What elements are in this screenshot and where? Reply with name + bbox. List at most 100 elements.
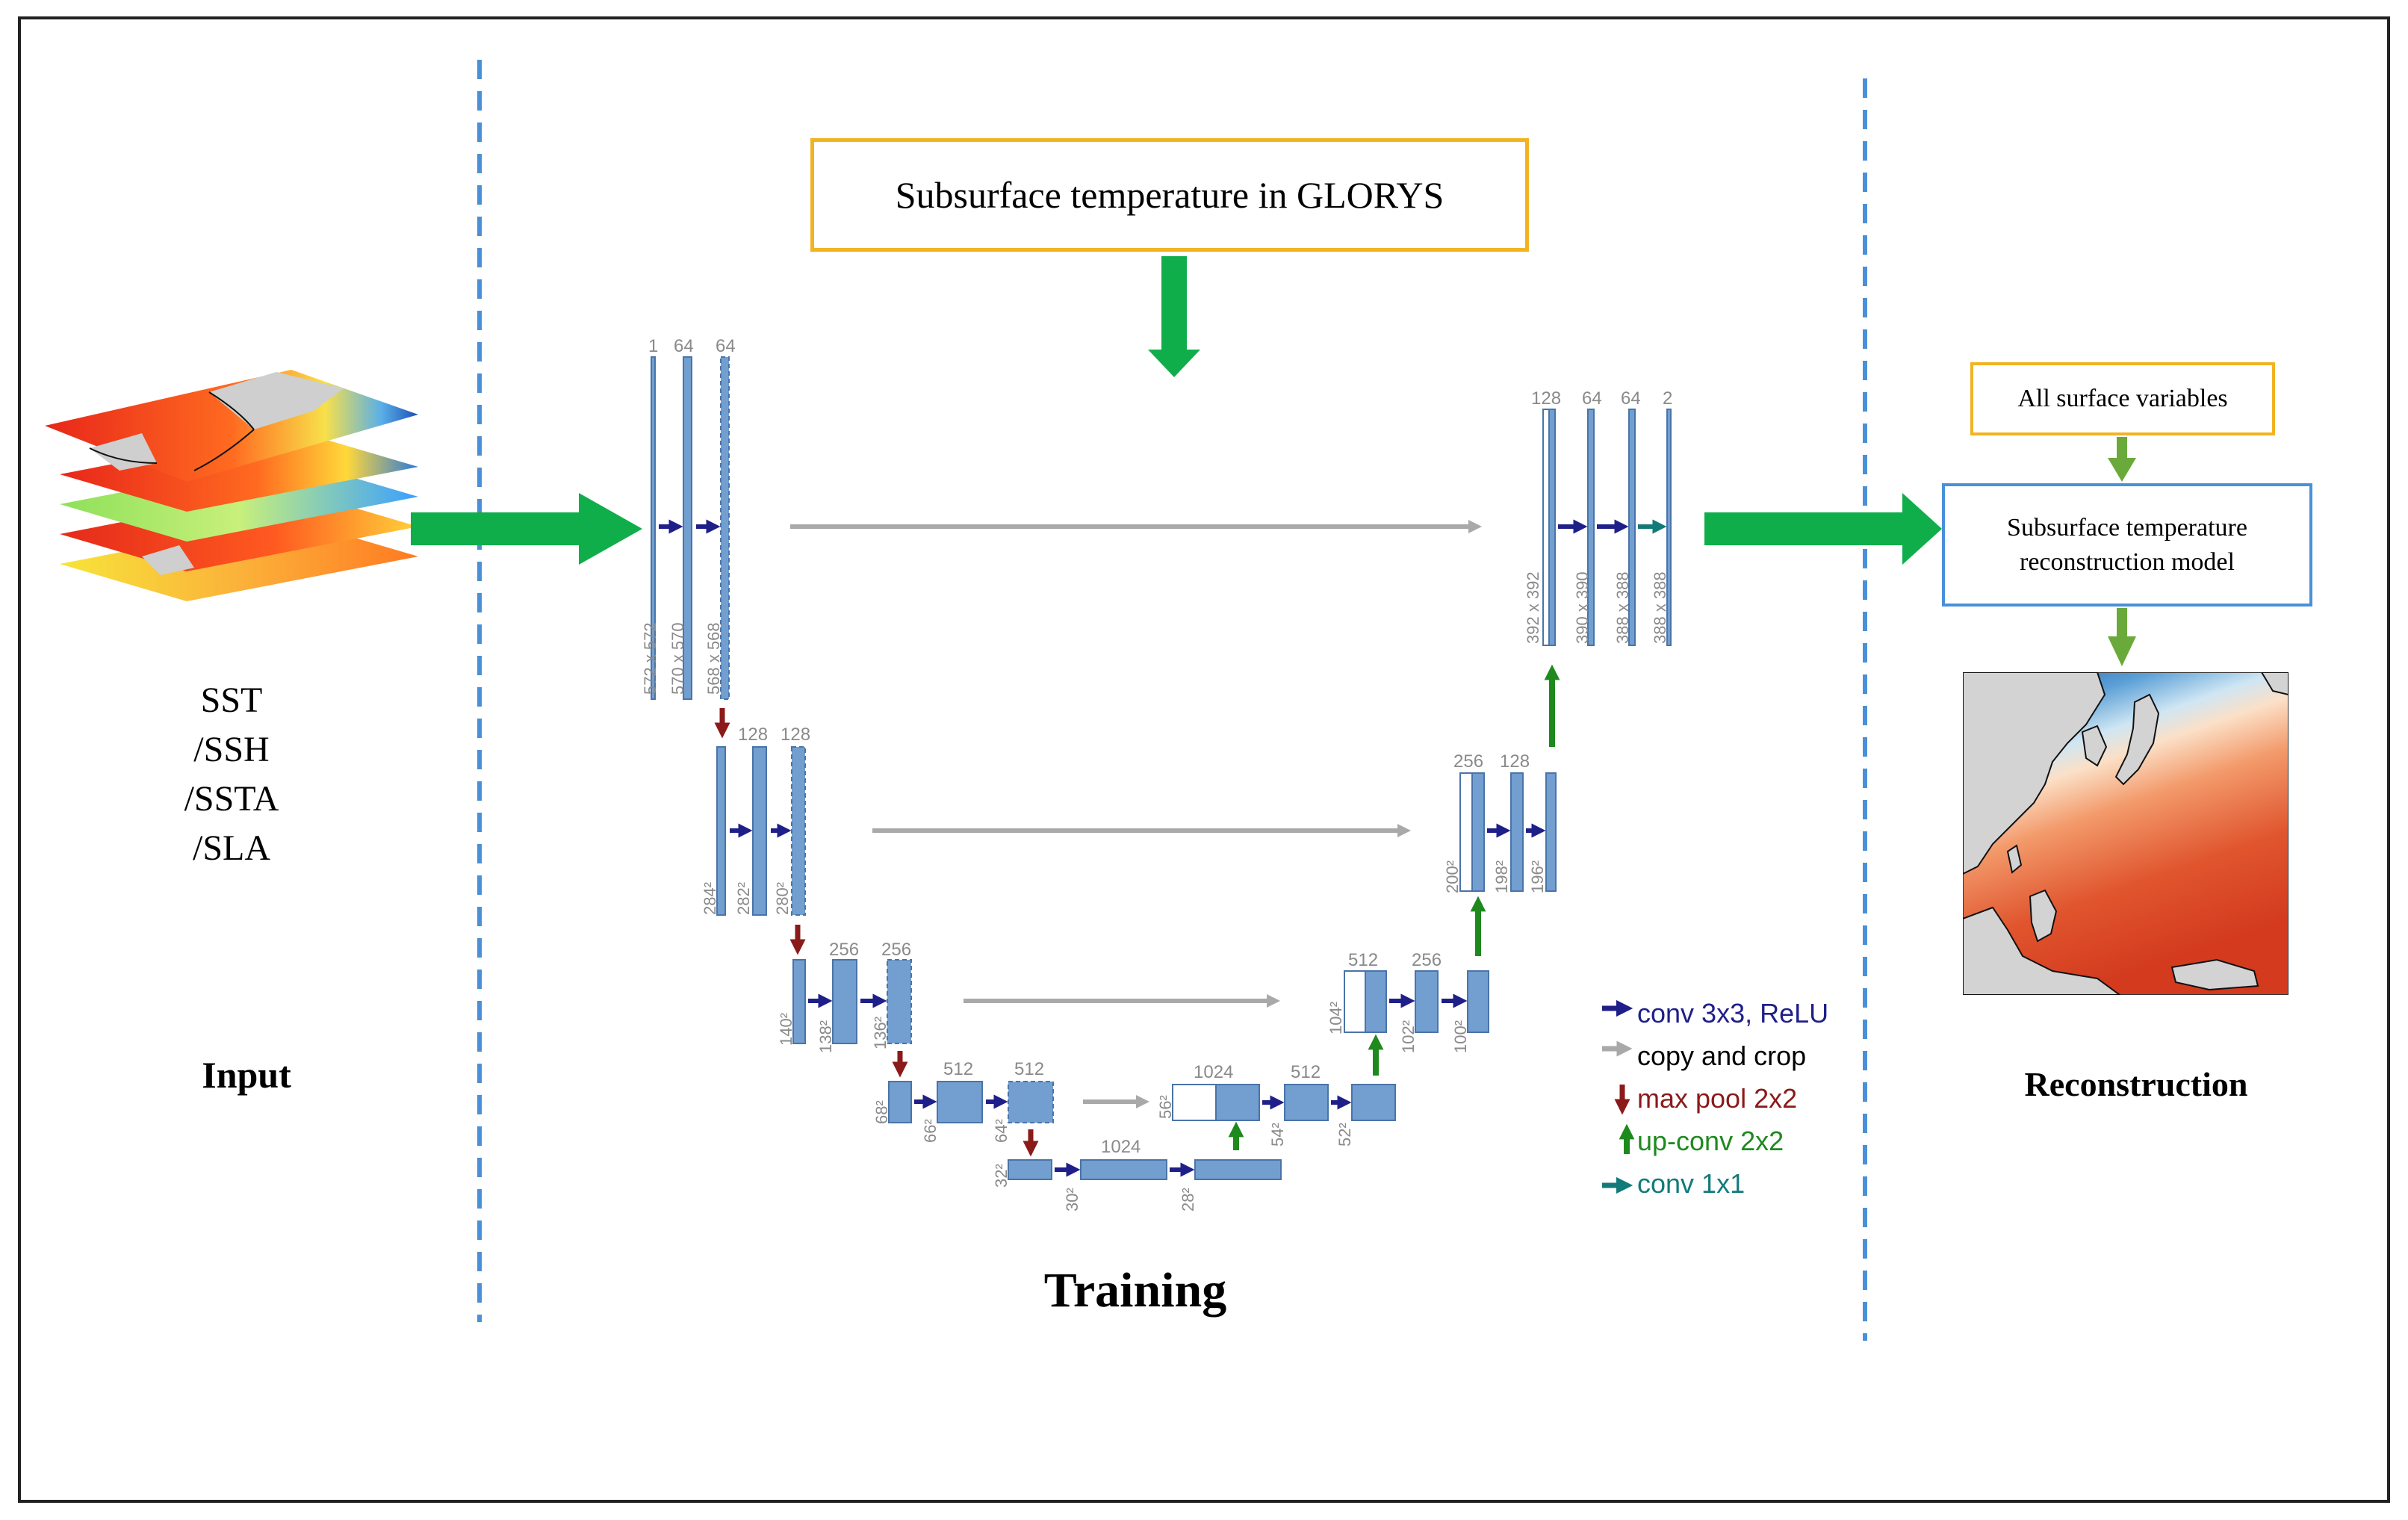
reconstruction-model-line: reconstruction model bbox=[2020, 547, 2235, 576]
fm-l4-b bbox=[1008, 1081, 1054, 1123]
ch-l2-b: 128 bbox=[781, 725, 811, 745]
fm-u1-a bbox=[1587, 409, 1595, 646]
ch-l5: 1024 bbox=[1101, 1137, 1141, 1157]
ch-u3-b: 256 bbox=[1412, 950, 1442, 970]
fm-u1-b bbox=[1628, 409, 1636, 646]
fm-l1-in bbox=[651, 356, 656, 700]
reconstruction-label: Reconstruction bbox=[2024, 1065, 2248, 1103]
copy-crop-arrows bbox=[790, 520, 1482, 1108]
feature-maps bbox=[651, 356, 1672, 1180]
reconstruction-model-line: Subsurface temperature bbox=[2007, 513, 2247, 542]
fm-l2-in bbox=[716, 746, 726, 916]
fm-l1-a bbox=[683, 356, 692, 700]
fm-u3-in bbox=[1365, 970, 1387, 1033]
fm-l1-b bbox=[720, 356, 730, 700]
korea-peninsula bbox=[2081, 725, 2108, 767]
new-guinea-land bbox=[2170, 958, 2259, 991]
ch-u1-c: 64 bbox=[1621, 388, 1641, 409]
input-variable: /SSTA bbox=[184, 779, 279, 819]
fm-u4-a bbox=[1284, 1084, 1329, 1121]
fm-u3-b bbox=[1467, 970, 1489, 1033]
fm-u1-in bbox=[1548, 409, 1556, 646]
ch-l2-a: 128 bbox=[738, 725, 769, 745]
conv-arrows bbox=[659, 519, 1629, 1177]
legend-upconv: up-conv 2x2 bbox=[1637, 1126, 1784, 1156]
surface-variables-box: All surface variables bbox=[1970, 362, 2275, 435]
ch-u3-a: 512 bbox=[1348, 950, 1379, 970]
ch-u1-b: 64 bbox=[1582, 388, 1602, 409]
glorys-target-box: Subsurface temperature in GLORYS bbox=[810, 138, 1529, 252]
legend-arrows bbox=[1602, 999, 1635, 1194]
taiwan-island bbox=[2006, 844, 2023, 874]
fm-l3-in bbox=[792, 959, 806, 1044]
ch-u4-b: 512 bbox=[1291, 1062, 1321, 1082]
ch-u2-b: 128 bbox=[1500, 751, 1530, 772]
ch-u1-a: 128 bbox=[1531, 388, 1562, 409]
ch-u4-a: 1024 bbox=[1194, 1062, 1234, 1082]
fm-u4-in bbox=[1215, 1084, 1260, 1121]
japan-island bbox=[2114, 693, 2160, 786]
input-land-mask bbox=[209, 372, 344, 429]
reconstruction-output-map bbox=[1963, 672, 2288, 995]
fm-u3-copy bbox=[1344, 970, 1366, 1033]
glorys-target-label: Subsurface temperature in GLORYS bbox=[895, 174, 1445, 216]
training-label: Training bbox=[1043, 1263, 1227, 1318]
legend-conv3x3: conv 3x3, ReLU bbox=[1637, 998, 1829, 1029]
fm-u1-out bbox=[1666, 409, 1672, 646]
ch-l4-a: 512 bbox=[943, 1059, 974, 1079]
input-layer-sst-low bbox=[60, 429, 418, 512]
unet-legend: conv 3x3, ReLU copy and crop max pool 2x… bbox=[1637, 992, 1828, 1205]
fm-u2-b bbox=[1545, 772, 1557, 892]
fm-u3-a bbox=[1415, 970, 1439, 1033]
input-variable: /SSH bbox=[193, 730, 270, 769]
fm-l3-b bbox=[887, 959, 912, 1044]
fm-l5-b bbox=[1194, 1159, 1282, 1180]
fm-u4-b bbox=[1351, 1084, 1396, 1121]
input-variables: SST /SSH /SSTA /SLA bbox=[127, 676, 336, 873]
input-land-mask-2 bbox=[90, 433, 157, 471]
input-variable: /SLA bbox=[192, 828, 270, 868]
legend-conv1x1: conv 1x1 bbox=[1637, 1168, 1746, 1199]
maxpool-arrows bbox=[714, 708, 1039, 1157]
input-land-mask-3 bbox=[142, 545, 194, 575]
input-label: Input bbox=[202, 1054, 291, 1096]
fm-l5-a bbox=[1080, 1159, 1167, 1180]
ch-l1-b: 64 bbox=[716, 336, 736, 356]
fm-l4-in bbox=[888, 1081, 912, 1123]
ch-l1-in: 1 bbox=[648, 336, 659, 356]
legend-maxpool: max pool 2x2 bbox=[1637, 1083, 1798, 1114]
ch-u2-a: 256 bbox=[1453, 751, 1484, 772]
input-layer-stack bbox=[45, 370, 418, 601]
continent-land bbox=[1963, 672, 2106, 875]
southeast-asia-land bbox=[1963, 906, 2121, 995]
arrow-model-to-output bbox=[2108, 608, 2136, 666]
ch-l3-b: 256 bbox=[881, 940, 912, 960]
fm-u2-a bbox=[1510, 772, 1524, 892]
arrow-surface-to-model bbox=[2108, 437, 2136, 482]
ch-u1-out: 2 bbox=[1663, 388, 1673, 409]
ch-l4-b: 512 bbox=[1014, 1059, 1045, 1079]
input-coastline bbox=[89, 391, 255, 471]
fm-l4-a bbox=[937, 1081, 983, 1123]
kamchatka-land bbox=[2260, 672, 2288, 696]
flow-arrow-output bbox=[1704, 493, 1942, 565]
flow-arrow-input bbox=[411, 493, 642, 565]
fm-l5-in bbox=[1008, 1159, 1052, 1180]
upconv-arrows bbox=[1228, 664, 1560, 1150]
ch-l1-a: 64 bbox=[674, 336, 694, 356]
flow-arrow-target bbox=[1148, 256, 1200, 377]
surface-variables-label: All surface variables bbox=[2017, 385, 2228, 412]
fm-l2-b bbox=[791, 746, 806, 916]
outer-frame bbox=[18, 16, 2390, 1503]
input-variable: SST bbox=[200, 680, 263, 720]
ch-l3-a: 256 bbox=[829, 940, 860, 960]
fm-l2-a bbox=[752, 746, 767, 916]
philippines-islands bbox=[2029, 889, 2058, 943]
fm-u2-in bbox=[1471, 772, 1485, 892]
fm-l3-a bbox=[832, 959, 857, 1044]
